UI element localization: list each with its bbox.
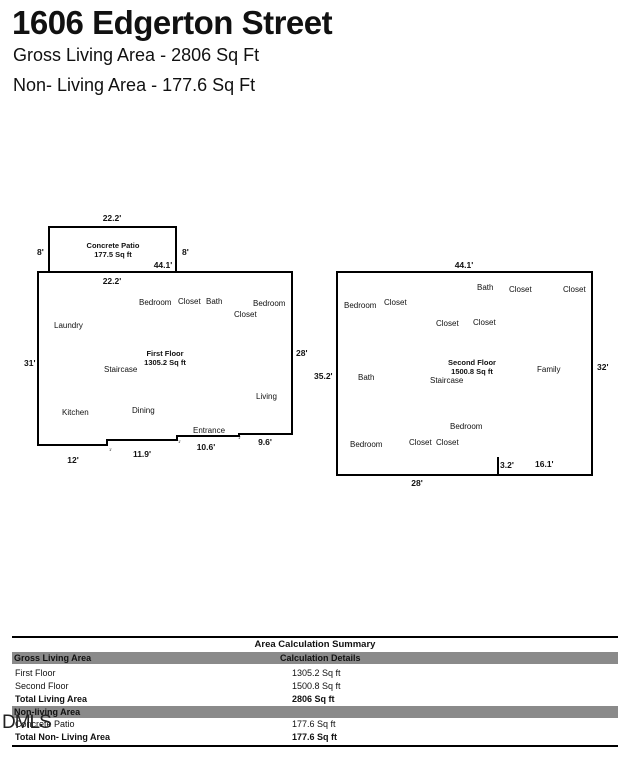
gross-living-area-header: Gross Living Area xyxy=(14,653,92,663)
mls-watermark: DMLS xyxy=(2,712,52,733)
summary-row-concrete-patio: Concrete Patio 177.6 Sq ft xyxy=(12,718,618,731)
row-value: 177.6 Sq ft xyxy=(292,732,338,742)
second-floor-room-bedroom: Bedroom xyxy=(344,301,377,310)
second-floor-room-bath: Bath xyxy=(477,283,493,292)
second-floor-step-dimension: 3.2' xyxy=(500,460,514,470)
row-label: Total Non- Living Area xyxy=(15,732,111,742)
calculation-details-header: Calculation Details xyxy=(280,653,361,663)
patio-inner-dimension: 44.1' xyxy=(154,260,173,270)
patio-area-label: 177.5 Sq ft xyxy=(94,250,132,259)
row-label: Concrete Patio xyxy=(15,719,75,729)
second-floor-room-closet-3: Closet xyxy=(563,285,586,294)
second-floor-room-bedroom-2: Bedroom xyxy=(450,422,483,431)
first-floor-room-kitchen: Kitchen xyxy=(62,408,89,417)
gross-living-area-header-bar: Gross Living Area Calculation Details xyxy=(12,652,618,664)
summary-row-second-floor: Second Floor 1500.8 Sq ft xyxy=(12,680,618,693)
second-floor-plan: 44.1' 35.2' 32' 28' 3.2' 16.1' Second Fl… xyxy=(314,260,608,488)
first-floor-left-dimension: 31' xyxy=(24,358,35,368)
row-label: Total Living Area xyxy=(15,694,88,704)
second-floor-bottom-right-dimension: 16.1' xyxy=(535,459,554,469)
second-floor-room-bath-2: Bath xyxy=(358,373,374,382)
second-floor-top-dimension: 44.1' xyxy=(455,260,474,270)
second-floor-outline xyxy=(336,271,593,476)
patio-top-dimension: 22.2' xyxy=(103,213,122,223)
second-floor-bottom-dimension: 28' xyxy=(411,478,422,488)
second-floor-room-closet-4: Closet xyxy=(436,319,459,328)
summary-title: Area Calculation Summary xyxy=(254,639,376,650)
patio-plan: 22.2' 8' 8' 44.1' Concrete Patio 177.5 S… xyxy=(37,213,189,272)
property-address-title: 1606 Edgerton Street xyxy=(12,4,333,41)
second-floor-room-bedroom-3: Bedroom xyxy=(350,440,383,449)
second-floor-room-family: Family xyxy=(537,365,561,374)
second-floor-room-closet-7: Closet xyxy=(436,438,459,447)
patio-right-dimension: 8' xyxy=(182,247,189,257)
summary-row-total-non-living: Total Non- Living Area 177.6 Sq ft xyxy=(12,731,618,744)
first-floor-step-dimension-1: 1' xyxy=(109,447,112,452)
first-floor-room-closet-2: Closet xyxy=(234,310,257,319)
first-floor-right-dimension: 28' xyxy=(296,348,307,358)
floor-plan-diagram: 22.2' 8' 8' 44.1' Concrete Patio 177.5 S… xyxy=(24,213,608,488)
row-value: 1305.2 Sq ft xyxy=(292,668,341,678)
first-floor-room-closet: Closet xyxy=(178,297,201,306)
second-floor-room-staircase: Staircase xyxy=(430,376,464,385)
row-label: First Floor xyxy=(15,668,56,678)
first-floor-step-dimension-3: 1' xyxy=(238,435,241,440)
first-floor-room-entrance: Entrance xyxy=(193,426,226,435)
row-label: Second Floor xyxy=(15,681,69,691)
first-floor-bottom-dimension-1: 12' xyxy=(67,455,78,465)
area-calculation-summary: Area Calculation Summary Gross Living Ar… xyxy=(12,636,618,747)
non-living-area-text: Non- Living Area - 177.6 Sq Ft xyxy=(13,75,256,95)
first-floor-room-bath: Bath xyxy=(206,297,222,306)
second-floor-room-closet-2: Closet xyxy=(509,285,532,294)
patio-left-dimension: 8' xyxy=(37,247,44,257)
first-floor-bottom-dimension-4: 9.6' xyxy=(258,437,272,447)
first-floor-area-label: 1305.2 Sq ft xyxy=(144,358,186,367)
patio-outline xyxy=(48,226,177,272)
first-floor-outline xyxy=(37,271,293,446)
first-floor-top-dimension: 22.2' xyxy=(103,276,122,286)
summary-row-first-floor: First Floor 1305.2 Sq ft xyxy=(12,667,618,680)
first-floor-room-bedroom: Bedroom xyxy=(139,298,172,307)
first-floor-room-living: Living xyxy=(256,392,277,401)
first-floor-step-dimension-2: 1' xyxy=(178,439,181,444)
second-floor-right-dimension: 32' xyxy=(597,362,608,372)
second-floor-name-label: Second Floor xyxy=(448,358,496,367)
first-floor-room-bedroom-2: Bedroom xyxy=(253,299,286,308)
row-value: 2806 Sq ft xyxy=(292,694,335,704)
second-floor-room-closet-5: Closet xyxy=(473,318,496,327)
non-living-area-header: Non-living Area xyxy=(14,707,81,717)
summary-bottom-rule xyxy=(12,745,618,747)
first-floor-plan: 22.2' 31' 28' 12' 11.9' 10.6' 9.6' 1' 1'… xyxy=(24,271,307,465)
second-floor-room-closet-6: Closet xyxy=(409,438,432,447)
patio-name-label: Concrete Patio xyxy=(87,241,140,250)
row-value: 1500.8 Sq ft xyxy=(292,681,341,691)
first-floor-name-label: First Floor xyxy=(146,349,183,358)
first-floor-bottom-dimension-3: 10.6' xyxy=(197,442,216,452)
second-floor-room-closet: Closet xyxy=(384,298,407,307)
summary-top-rule xyxy=(12,636,618,638)
first-floor-room-dining: Dining xyxy=(132,406,155,415)
row-value: 177.6 Sq ft xyxy=(292,719,336,729)
second-floor-left-dimension: 35.2' xyxy=(314,371,333,381)
gross-living-area-text: Gross Living Area - 2806 Sq Ft xyxy=(13,45,260,65)
summary-row-total-living: Total Living Area 2806 Sq ft xyxy=(12,693,618,706)
second-floor-area-label: 1500.8 Sq ft xyxy=(451,367,493,376)
first-floor-room-laundry: Laundry xyxy=(54,321,83,330)
first-floor-room-staircase: Staircase xyxy=(104,365,138,374)
non-living-area-header-bar: Non-living Area xyxy=(12,706,618,718)
first-floor-bottom-dimension-2: 11.9' xyxy=(133,449,151,459)
